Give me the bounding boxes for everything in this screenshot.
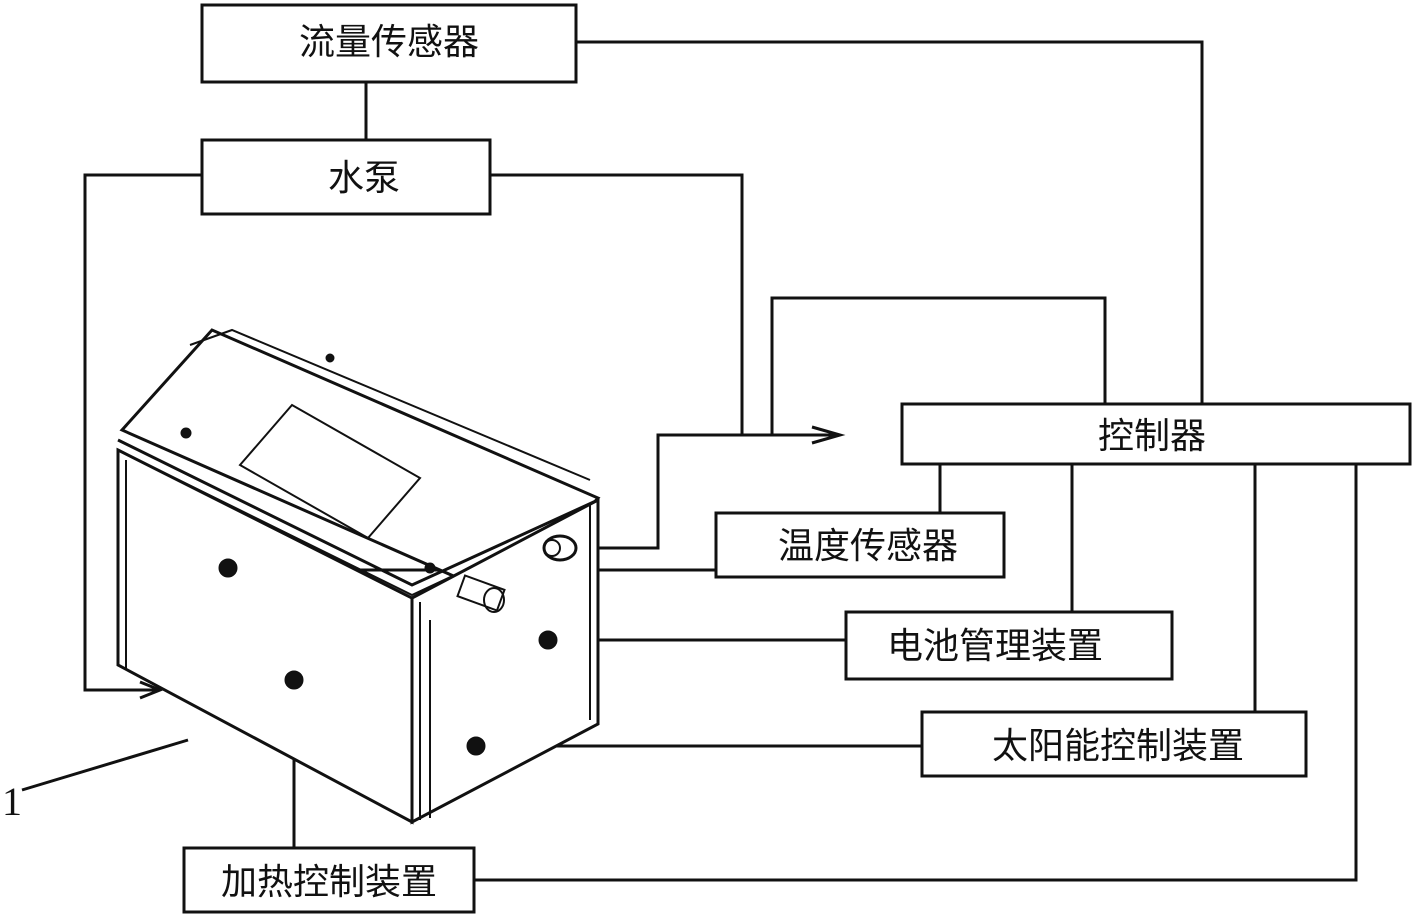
box-battery-management: 电池管理装置 (844, 610, 1174, 681)
wire-pump-to-tank (83, 173, 202, 692)
arrow-pump-to-tank (139, 680, 165, 700)
tank-pipe-outlet-inner (543, 539, 561, 557)
tank-dot-top-2 (180, 427, 192, 439)
box-controller: 控制器 (900, 402, 1412, 466)
box-heating-control-label: 加热控制装置 (221, 862, 437, 903)
tank-dot-battery (538, 630, 558, 650)
wire-controller-loop (770, 296, 1107, 435)
tank-roof-top (119, 328, 601, 602)
box-water-pump-frame (200, 138, 492, 216)
wire-pump-right (490, 173, 744, 435)
water-tank-illustration (116, 328, 601, 825)
tank-pipe-inlet-end (483, 587, 505, 613)
tank-side-face (410, 497, 600, 825)
box-water-pump: 水泵 (200, 138, 492, 216)
wire-tank-outlet (576, 433, 840, 550)
box-temperature-sensor-label: 温度传感器 (778, 526, 958, 567)
reference-numeral: 1 (2, 779, 22, 824)
box-controller-frame (900, 402, 1412, 466)
arrow-tank-outlet (811, 425, 846, 445)
reference-leader-line (21, 738, 189, 792)
box-heating-control-frame (182, 846, 476, 914)
box-flow-sensor-label: 流量传感器 (299, 22, 479, 63)
tank-dot-heating (284, 670, 304, 690)
tank-pipe-inlet (456, 574, 506, 612)
box-controller-label: 控制器 (1098, 416, 1206, 457)
tank-dot-top-1 (424, 562, 436, 574)
box-solar-control: 太阳能控制装置 (920, 710, 1308, 778)
box-battery-management-frame (844, 610, 1174, 681)
box-solar-control-frame (920, 710, 1308, 778)
wire-flow-sensor-controller (576, 40, 1204, 404)
box-flow-sensor: 流量传感器 (200, 3, 578, 84)
box-temperature-sensor-frame (714, 511, 1006, 579)
tank-roof-ridge (189, 328, 591, 481)
wire-controller-heating (474, 464, 1358, 882)
tank-roof-edge (117, 438, 599, 587)
box-flow-sensor-frame (200, 3, 578, 84)
box-solar-control-label: 太阳能控制装置 (992, 726, 1244, 767)
box-heating-control: 加热控制装置 (182, 846, 476, 914)
tank-dot-solar (466, 736, 486, 756)
tank-display-window (238, 403, 422, 540)
tank-dot-top-3 (325, 353, 335, 363)
box-water-pump-label: 水泵 (328, 158, 400, 199)
tank-dot-temp (218, 558, 238, 578)
box-temperature-sensor: 温度传感器 (714, 511, 1006, 579)
box-battery-management-label: 电池管理装置 (887, 626, 1103, 667)
